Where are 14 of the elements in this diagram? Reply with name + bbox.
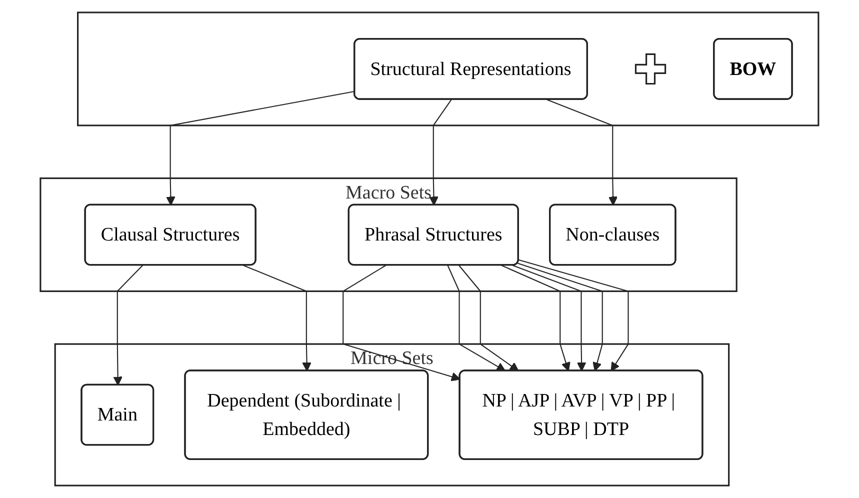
- arrow: [501, 264, 570, 372]
- arrow: [512, 264, 586, 372]
- arrow: [429, 99, 452, 206]
- arrow: [113, 265, 144, 386]
- arrow: [517, 262, 603, 372]
- arrow: [447, 265, 506, 372]
- arrow: [546, 99, 618, 206]
- arrow: [342, 264, 461, 382]
- arrow: [458, 265, 519, 372]
- plus-icon: [634, 53, 666, 85]
- cluster: [77, 12, 820, 126]
- arrow: [166, 90, 356, 206]
- arrow: [243, 264, 312, 372]
- arrow: [518, 259, 629, 372]
